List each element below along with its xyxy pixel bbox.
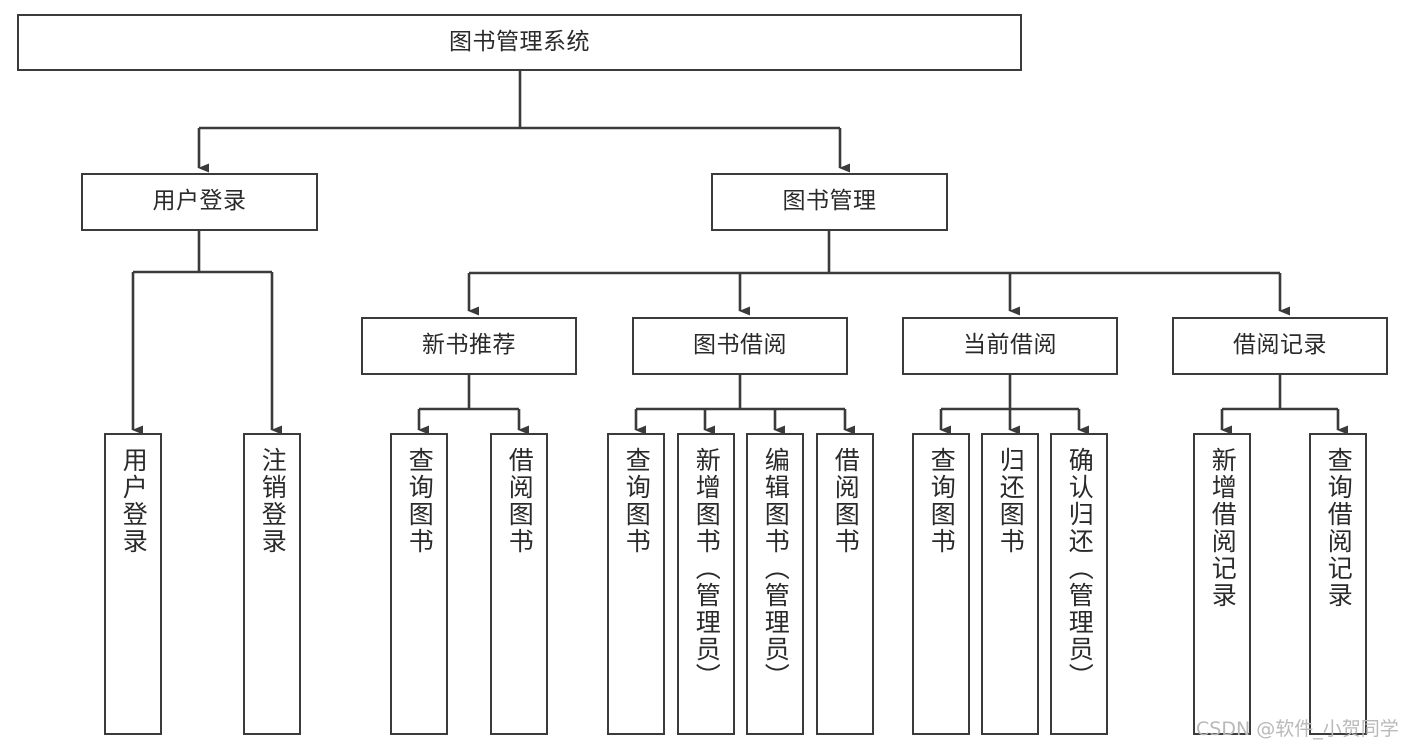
- node-leaf-query-record[interactable]: 查询借阅记录: [1309, 433, 1367, 735]
- node-leaf-query-book-1-label: 查询图书: [405, 447, 435, 555]
- node-leaf-query-record-label: 查询借阅记录: [1324, 447, 1354, 609]
- node-leaf-edit-book-label: 编辑图书（管理员）: [761, 447, 791, 690]
- node-leaf-add-record-label: 新增借阅记录: [1208, 447, 1238, 609]
- node-leaf-logout-label: 注销登录: [258, 447, 288, 555]
- node-current-borrow[interactable]: 当前借阅: [902, 317, 1118, 375]
- node-leaf-return-book[interactable]: 归还图书: [981, 433, 1039, 735]
- node-new-book-recommend-label: 新书推荐: [422, 332, 516, 359]
- node-book-manage-label: 图书管理: [782, 188, 877, 215]
- node-current-borrow-label: 当前借阅: [963, 332, 1057, 359]
- node-leaf-return-book-label: 归还图书: [996, 447, 1026, 555]
- node-book-manage[interactable]: 图书管理: [711, 173, 948, 231]
- node-leaf-query-book-1[interactable]: 查询图书: [390, 433, 448, 735]
- node-leaf-user-login-label: 用户登录: [119, 447, 149, 555]
- node-leaf-user-login[interactable]: 用户登录: [104, 433, 162, 735]
- node-leaf-borrow-book-1-label: 借阅图书: [505, 447, 535, 555]
- csdn-watermark: CSDN @软件_小贺同学: [1196, 718, 1399, 740]
- node-leaf-borrow-book-2[interactable]: 借阅图书: [816, 433, 874, 735]
- node-leaf-query-book-2-label: 查询图书: [622, 447, 652, 555]
- node-leaf-logout[interactable]: 注销登录: [243, 433, 301, 735]
- node-leaf-query-book-3-label: 查询图书: [927, 447, 957, 555]
- node-leaf-add-book[interactable]: 新增图书（管理员）: [677, 433, 735, 735]
- node-user-login[interactable]: 用户登录: [81, 173, 318, 231]
- node-leaf-confirm-return-label: 确认归还（管理员）: [1065, 447, 1095, 690]
- node-leaf-borrow-book-1[interactable]: 借阅图书: [490, 433, 548, 735]
- node-user-login-label: 用户登录: [152, 188, 247, 215]
- node-borrow-record-label: 借阅记录: [1233, 332, 1327, 359]
- node-leaf-query-book-2[interactable]: 查询图书: [607, 433, 665, 735]
- node-root[interactable]: 图书管理系统: [17, 14, 1022, 71]
- node-leaf-borrow-book-2-label: 借阅图书: [831, 447, 861, 555]
- node-book-borrow-label: 图书借阅: [693, 332, 787, 359]
- node-root-label: 图书管理系统: [449, 28, 590, 55]
- node-leaf-confirm-return[interactable]: 确认归还（管理员）: [1050, 433, 1108, 735]
- node-leaf-add-record[interactable]: 新增借阅记录: [1193, 433, 1251, 735]
- node-leaf-query-book-3[interactable]: 查询图书: [912, 433, 970, 735]
- node-book-borrow[interactable]: 图书借阅: [632, 317, 848, 375]
- node-borrow-record[interactable]: 借阅记录: [1172, 317, 1388, 375]
- node-new-book-recommend[interactable]: 新书推荐: [361, 317, 577, 375]
- node-leaf-add-book-label: 新增图书（管理员）: [692, 447, 722, 690]
- node-leaf-edit-book[interactable]: 编辑图书（管理员）: [746, 433, 804, 735]
